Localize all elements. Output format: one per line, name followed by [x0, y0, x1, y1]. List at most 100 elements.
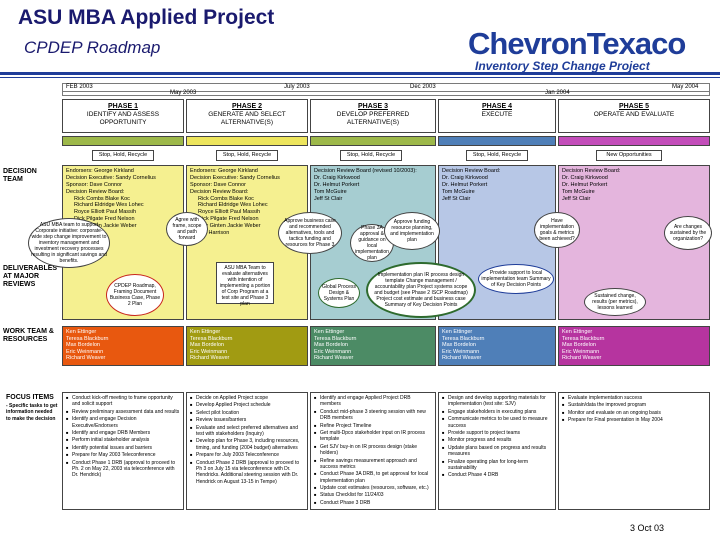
focus-item: Conduct Phase 4 DRB — [442, 472, 552, 478]
phase-5-name: OPERATE AND EVALUATE — [593, 111, 675, 119]
header-rule-thin — [0, 77, 720, 78]
deliverable-asu-evaluate: ASU MBA Team to evaluate alternatives wi… — [216, 262, 274, 307]
bubble-approve-funding: Approve funding resource planning, and i… — [384, 212, 440, 250]
phase-5-work-team: Ken Ettinger Teresa Blackburn Max Bordel… — [558, 326, 710, 366]
phase-4-focus-items: Design and develop supporting materials … — [438, 392, 556, 510]
focus-item: Evaluate and select preferred alternativ… — [190, 425, 304, 438]
team-member: Richard Weaver — [190, 355, 230, 362]
focus-item: Communicate metrics to be used to measur… — [442, 416, 552, 429]
team-member: Ken Ettinger — [562, 329, 593, 335]
phase-3-number: PHASE 3 — [358, 103, 388, 110]
p1-decision-line: Royce Elliott Paul Massih — [74, 209, 137, 216]
phase-2-work-team: Ken Ettinger Teresa Blackburn Max Bordel… — [186, 326, 308, 366]
p1-decision-line: Sponsor: Dave Connor — [66, 181, 122, 188]
focus-item: Evaluate implementation success — [562, 395, 706, 401]
focus-item: Refine Project Timeline — [314, 423, 432, 429]
phase-5-colorbar — [558, 136, 710, 146]
p1-decision-line: Dick Pilgate Fred Nelson — [74, 216, 135, 223]
focus-item: Identify and engage DRB Members — [66, 430, 180, 436]
timeline-label-dec2003: Dec 2003 — [410, 84, 436, 90]
phase-3-work-team: Ken Ettinger Teresa Blackburn Max Bordel… — [310, 326, 436, 366]
tab-stop-hold-recycle-3: Stop, Hold, Recycle — [340, 150, 402, 161]
team-member: Richard Weaver — [314, 355, 354, 362]
p3-decision-line: Tom McGuire — [314, 188, 347, 195]
focus-item: Get SJV buy-in on IR process design (sta… — [314, 444, 432, 457]
row-label-work-team: WORK TEAM & RESOURCES — [3, 328, 54, 344]
timeline-label-may2004: May 2004 — [672, 84, 699, 90]
page-subtitle: CPDEP Roadmap — [24, 38, 161, 57]
p3-decision-line: Decision Review Board (revised 10/2003): — [314, 168, 417, 174]
timeline-bar — [62, 83, 710, 96]
tab-stop-hold-recycle-4: Stop, Hold, Recycle — [466, 150, 528, 161]
team-member: Teresa Blackburn — [442, 335, 485, 342]
focus-item: Prepare for July 2003 Teleconference — [190, 452, 304, 458]
phase-1-colorbar — [62, 136, 184, 146]
focus-item: Conduct Phase 2 DRB (approval to proceed… — [190, 460, 304, 486]
team-member: Eric Weinmann — [190, 348, 228, 355]
p5-decision-line: Dr. Helmut Porkert — [562, 181, 608, 188]
focus-item: Identify potential issues and barriers — [66, 445, 180, 451]
bubble-approve-business-case: Approve business case and recommended al… — [278, 212, 342, 254]
team-member: Ken Ettinger — [314, 329, 345, 335]
deliverable-provide-support: Provide support to local implementation … — [478, 264, 554, 294]
logo-tagline: Inventory Step Change Project — [475, 59, 650, 73]
p5-decision-line: Dr. Craig Kirkwood — [562, 174, 608, 181]
focus-item: Refine savings measurement approach and … — [314, 458, 432, 471]
bubble-changes-sustained: Are changes sustained by the organizatio… — [664, 216, 712, 250]
p2-decision-line: Tim Harrison — [198, 229, 230, 236]
focus-item: Conduct Phase 1 DRB (approval to proceed… — [66, 460, 180, 479]
team-member: Richard Weaver — [442, 355, 482, 362]
focus-item: Update plans based on progress and resul… — [442, 445, 552, 458]
p2-decision-line: Rick Combs Blake Koc — [198, 195, 254, 202]
deliverable-cpdep-roadmap: CPDEP Roadmap, Framing Document Business… — [106, 274, 164, 316]
focus-item: Status Checklist for 11/24/03 — [314, 492, 432, 498]
timeline-label-jan2004: Jan 2004 — [545, 90, 570, 96]
p4-decision-line: Dr. Craig Kirkwood — [442, 174, 488, 181]
focus-item: Finalize operating plan for long-term su… — [442, 459, 552, 472]
team-member: Max Bordelon — [314, 342, 348, 349]
p4-decision-line: Decision Review Board: — [442, 168, 501, 174]
p1-decision-line: Decision Executive: Sandy Cornelius — [66, 174, 156, 181]
tab-stop-hold-recycle-2: Stop, Hold, Recycle — [216, 150, 278, 161]
row-label-focus-sub: - Specific tasks to get information need… — [6, 403, 58, 422]
phase-3-name: DEVELOP PREFERRED ALTERNATIVE(S) — [336, 111, 410, 127]
focus-item: Conduct kick-off meeting to frame opport… — [66, 395, 180, 408]
team-member: Max Bordelon — [190, 342, 224, 349]
row-label-deliverables: DELIVERABLES AT MAJOR REVIEWS — [3, 265, 58, 289]
focus-item: Decide on Applied Project scope — [190, 395, 304, 401]
focus-item: Perform initial stakeholder analysis — [66, 437, 180, 443]
bubble-agree-frame: Agree with frame, scope and path forward — [166, 212, 208, 246]
p5-decision-line: Tom McGuire — [562, 188, 595, 195]
phase-5-number: PHASE 5 — [619, 103, 649, 110]
team-member: Richard Weaver — [66, 355, 106, 362]
team-member: Richard Weaver — [562, 355, 602, 362]
team-member: Eric Weinmann — [442, 348, 480, 355]
phase-4-number: PHASE 4 — [482, 103, 512, 110]
phase-4-colorbar — [438, 136, 556, 146]
phase-3-box: PHASE 3 DEVELOP PREFERRED ALTERNATIVE(S) — [310, 99, 436, 133]
row-label-focus: FOCUS ITEMS — [6, 394, 54, 401]
focus-item: Identify and engage Applied Project DRB … — [314, 395, 432, 408]
p2-decision-line: Sponsor: Dave Connor — [190, 181, 246, 188]
p5-decision-line: Decision Review Board: — [562, 168, 621, 174]
p1-decision-line: Rick Combs Blake Koc — [74, 195, 130, 202]
phase-3-colorbar — [310, 136, 436, 146]
focus-item: Get multi-Dpco stakeholder input on IR p… — [314, 430, 432, 443]
phase-2-number: PHASE 2 — [232, 103, 262, 110]
page-title: ASU MBA Applied Project — [18, 6, 275, 29]
timeline-label-may2003: May 2003 — [170, 90, 197, 96]
focus-item: Conduct Phase 3A DRB, to get approval fo… — [314, 471, 432, 484]
phase-1-work-team: Ken Ettinger Teresa Blackburn Max Bordel… — [62, 326, 184, 366]
header-rule — [0, 72, 720, 75]
p2-decision-line: Decision Executive: Sandy Cornelius — [190, 174, 280, 181]
team-member: Eric Weinmann — [314, 348, 352, 355]
p3-decision-line: Dr. Craig Kirkwood — [314, 174, 360, 181]
deliverable-sustained-change: Sustained change, results (per metrics),… — [584, 288, 646, 316]
p4-decision-line: Jeff St Clair — [442, 195, 471, 202]
team-member: Max Bordelon — [66, 342, 100, 349]
focus-item: Review preliminary assessment data and r… — [66, 409, 180, 415]
team-member: Ken Ettinger — [442, 329, 473, 335]
footer-date: 3 Oct 03 — [630, 523, 665, 533]
p2-decision-line: Royce Elliott Paul Massih — [198, 209, 261, 216]
p2-decision-line: Endorsers: George Kirkland — [190, 168, 258, 174]
